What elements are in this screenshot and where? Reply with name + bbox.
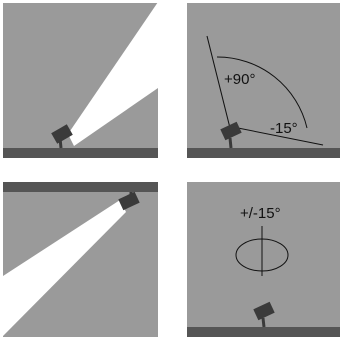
- panel-background: [3, 182, 158, 337]
- tilt-arc: [216, 56, 308, 129]
- label-tilt-down: -15°: [270, 120, 298, 137]
- floor-bar: [187, 148, 340, 158]
- light-beam: [68, 2, 158, 146]
- floor-bar: [187, 327, 340, 337]
- spotlight-icon: [253, 301, 275, 328]
- rotation-ellipse-icon: [235, 226, 289, 276]
- tilt-limit-up-line: [206, 35, 231, 129]
- floor-bar: [3, 148, 158, 158]
- panel-floor-beam: [3, 2, 158, 158]
- spotlight-icon: [118, 191, 140, 211]
- panel-background: [187, 3, 340, 158]
- label-rotation: +/-15°: [240, 205, 281, 222]
- spotlight-icon: [51, 124, 73, 149]
- panel-tilt-range: +90° -15°: [187, 3, 340, 158]
- spotlight-icon: [220, 121, 242, 149]
- panel-rotation-range: +/-15°: [187, 182, 340, 337]
- light-beam: [3, 200, 126, 336]
- panel-ceiling-beam: [3, 182, 158, 337]
- ceiling-bar: [3, 182, 158, 192]
- label-tilt-up: +90°: [224, 71, 255, 88]
- tilt-limit-down-line: [237, 127, 324, 146]
